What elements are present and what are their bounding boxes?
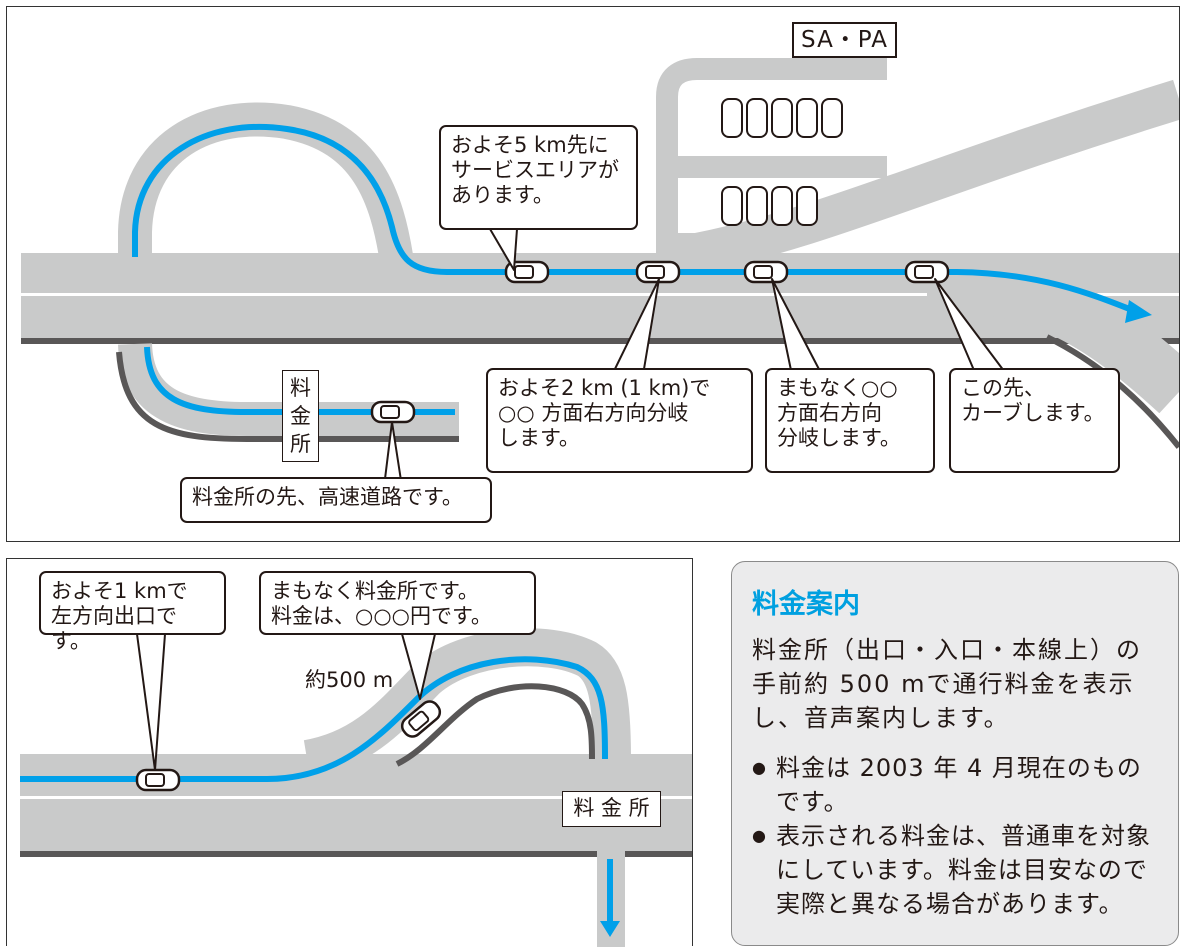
callout-branch-2km: およそ2 km (1 km)で ○○ 方面右方向分岐 します。 [486, 368, 753, 473]
sapa-merge-road [676, 79, 1179, 273]
bubble-pointer [383, 421, 403, 488]
bubble-pointer [136, 633, 166, 771]
tollgate-ramp [118, 342, 459, 436]
guidance-route [132, 123, 1139, 315]
bubble-pointer [611, 278, 660, 376]
car-icon [135, 768, 181, 792]
info-note: 料金は 2003 年 4 月現在のものです。 [752, 751, 1160, 819]
car-icon [743, 260, 789, 284]
car-icon [400, 700, 442, 738]
bubble-pointer [489, 228, 518, 271]
info-body: 料金所（出口・入口・本線上）の手前約 500 mで通行料金を表示し、音声案内しま… [752, 636, 1142, 732]
branch-road [926, 253, 1179, 414]
car-icon [370, 400, 416, 424]
bottom-diagram-panel: およそ1 kmで 左方向出口です。 まもなく料金所です。 料金は、○○○円です。… [6, 558, 693, 947]
sapa-sign: SA・PA [792, 22, 897, 58]
callout-exit: およそ1 kmで 左方向出口です。 [39, 571, 226, 653]
road-edge-line [21, 338, 1179, 344]
top-road-map [21, 58, 1179, 488]
callout-expressway: 料金所の先、高速道路です。 [180, 477, 492, 523]
distance-label: 約500 m [305, 668, 394, 692]
toll-info-box: 料金案内 料金所（出口・入口・本線上）の手前約 500 mで通行料金を表示し、音… [731, 561, 1179, 946]
route-arrow-icon [600, 921, 620, 937]
callout-curve: この先、 カーブします。 [949, 368, 1120, 473]
toll-ramp-road [303, 628, 631, 778]
callout-branch-soon: まもなく○○ 方面右方向 分岐します。 [765, 368, 935, 473]
sapa-access-road [656, 58, 887, 262]
car-icon [904, 260, 950, 284]
tollgate-sign: 料 金 所 [282, 370, 319, 462]
bubble-pointer [934, 278, 1008, 376]
parked-cars-icon [721, 98, 843, 226]
info-notes-list: 料金は 2003 年 4 月現在のものです。 表示される料金は、普通車を対象にし… [752, 751, 1160, 921]
car-icon [504, 260, 550, 284]
info-note: 表示される料金は、普通車を対象にしています。料金は目安なので実際と異なる場合があ… [752, 819, 1160, 921]
road-edge-line [20, 851, 692, 857]
bubble-pointer [771, 278, 823, 376]
guidance-route [20, 656, 608, 782]
top-diagram-panel: SA・PA およそ5 km先に サービスエリアが あります。 およそ2 km (… [6, 6, 1180, 542]
loop-ramp [118, 102, 414, 265]
callout-toll-soon: まもなく料金所です。 料金は、○○○円です。 [259, 571, 536, 635]
info-title: 料金案内 [752, 589, 860, 620]
callout-service-area: およそ5 km先に サービスエリアが あります。 [439, 125, 638, 230]
route-arrow-icon [1125, 300, 1152, 323]
tollgate-sign: 料 金 所 [562, 791, 661, 827]
bubble-pointer [401, 633, 436, 700]
